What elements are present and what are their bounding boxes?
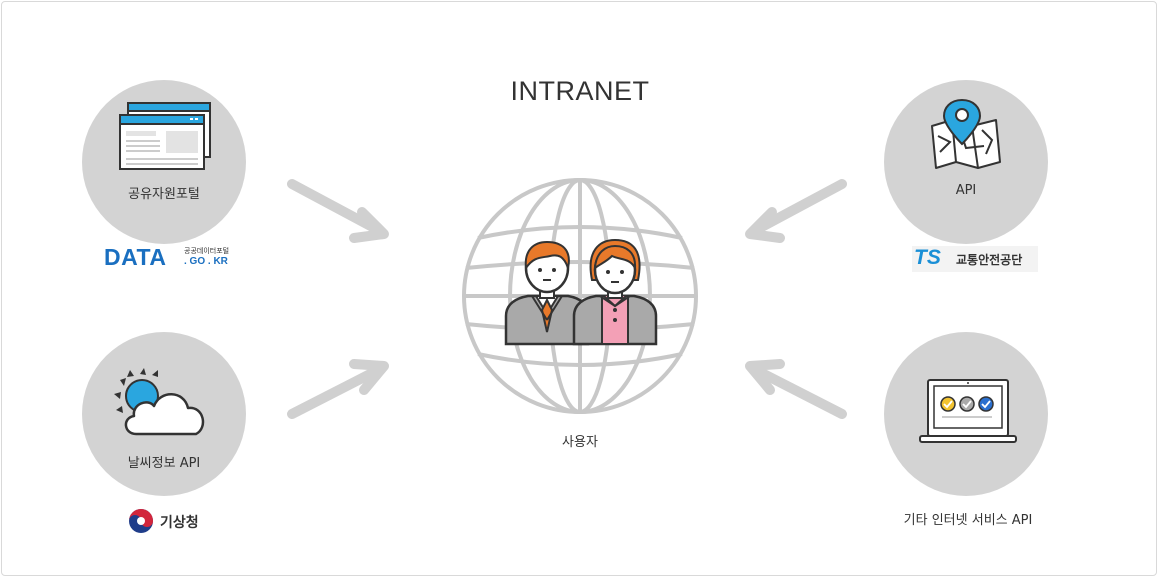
data-go-kr-logo: DATA 공공데이터포털 . GO . KR [104, 244, 244, 272]
user-label: 사용자 [562, 435, 598, 450]
ts-logo: TS 교통안전공단 [912, 246, 1038, 272]
weather-cloud-sun-icon [114, 368, 205, 436]
portal-label: 공유자원포털 [128, 187, 200, 202]
other-api-label: 기타 인터넷 서비스 API [903, 513, 1033, 528]
arrow-portal-to-user [287, 179, 389, 243]
browser-window-icon [119, 102, 211, 170]
arrow-weather-to-user [287, 359, 389, 419]
arrow-other-to-user [745, 359, 847, 419]
data-logo-small: 공공데이터포털 [184, 247, 230, 255]
female-user-icon [572, 238, 658, 346]
weather-label: 날씨정보 API [127, 456, 201, 471]
diagram-title: INTRANET [510, 76, 650, 106]
male-user-icon [504, 240, 590, 346]
users-icon [504, 238, 658, 346]
laptop-icon [919, 379, 1017, 443]
ts-logo-text: 교통안전공단 [956, 253, 1023, 267]
kma-emblem-icon [129, 509, 153, 533]
data-logo-domain: . GO . KR [184, 256, 228, 267]
arrow-traffic-to-user [745, 179, 847, 243]
map-pin-icon [931, 98, 1001, 169]
ts-logo-main: TS [914, 246, 941, 269]
globe-icon [462, 178, 698, 414]
traffic-api-label: API [955, 183, 977, 198]
data-logo-main: DATA [104, 244, 167, 270]
kma-logo-text: 기상청 [160, 515, 199, 531]
kma-logo: 기상청 [128, 508, 218, 536]
